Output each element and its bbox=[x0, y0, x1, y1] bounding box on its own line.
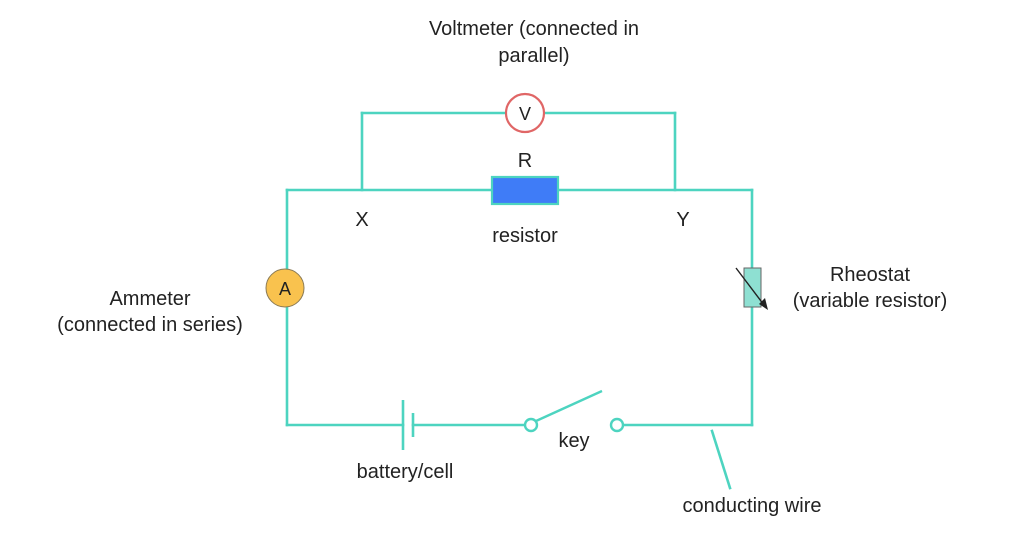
rheostat-label-line1: Rheostat bbox=[830, 264, 910, 286]
voltmeter-symbol: V bbox=[519, 104, 531, 124]
voltmeter-symbol-circle bbox=[504, 92, 546, 134]
voltmeter: V bbox=[504, 92, 546, 134]
key-label: key bbox=[558, 430, 589, 452]
wire-label-pointer bbox=[710, 429, 732, 490]
key-switch bbox=[523, 389, 625, 433]
key-terminal-left bbox=[523, 417, 539, 433]
voltmeter-label-line2: parallel) bbox=[498, 45, 569, 67]
ammeter-label-line1: Ammeter bbox=[109, 288, 190, 310]
resistor-label: resistor bbox=[492, 225, 558, 247]
ammeter-symbol-circle bbox=[265, 268, 305, 308]
ammeter: A bbox=[265, 268, 305, 308]
rheostat-arrow-head-icon bbox=[759, 298, 768, 310]
resistor bbox=[490, 175, 560, 206]
rheostat-label-line2: (variable resistor) bbox=[793, 290, 947, 312]
key-lever bbox=[535, 389, 603, 423]
key-terminal-right bbox=[609, 417, 625, 433]
battery bbox=[401, 400, 415, 450]
voltmeter-label-line1: Voltmeter (connected in bbox=[429, 18, 639, 40]
ammeter-symbol: A bbox=[279, 279, 291, 299]
ammeter-label-line2: (connected in series) bbox=[57, 314, 243, 336]
rheostat-arrow-line bbox=[735, 267, 765, 306]
resistor-body bbox=[490, 175, 560, 206]
battery-label: battery/cell bbox=[357, 461, 454, 483]
node-x-label: X bbox=[355, 209, 368, 231]
conducting-wire-label: conducting wire bbox=[683, 495, 822, 517]
resistor-symbol-label: R bbox=[518, 150, 532, 172]
rheostat-body bbox=[743, 267, 762, 308]
circuit-wires bbox=[285, 111, 754, 490]
rheostat bbox=[735, 267, 768, 310]
node-y-label: Y bbox=[676, 209, 689, 231]
